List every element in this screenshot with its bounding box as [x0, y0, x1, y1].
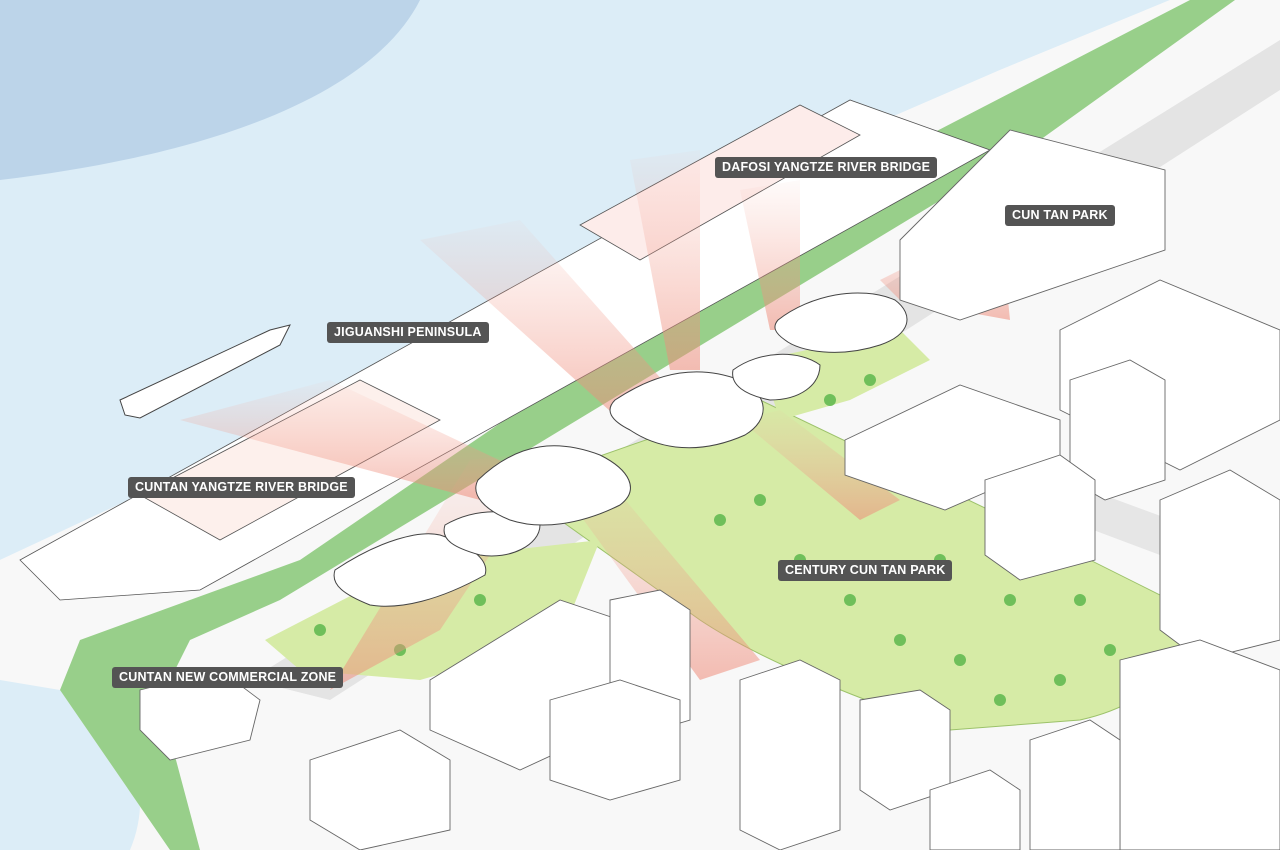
label-century-cun-tan-park: CENTURY CUN TAN PARK [778, 560, 953, 581]
deep-river-channel [0, 0, 420, 180]
river-lower [0, 560, 141, 850]
buildings [139, 129, 1280, 850]
label-dafosi-yangtze-river-bridge: DAFOSI YANGTZE RIVER BRIDGE [715, 157, 938, 178]
park-north [760, 330, 930, 420]
label-jiguanshi-peninsula: JIGUANSHI PENINSULA [327, 322, 489, 343]
label-cun-tan-park: CUN TAN PARK [1005, 205, 1115, 226]
label-cuntan-yangtze-river-bridge: CUNTAN YANGTZE RIVER BRIDGE [128, 477, 355, 498]
canopy-roofs [333, 292, 908, 607]
label-cuntan-new-commercial-zone: CUNTAN NEW COMMERCIAL ZONE [112, 667, 344, 688]
cruise-ship [119, 324, 291, 419]
